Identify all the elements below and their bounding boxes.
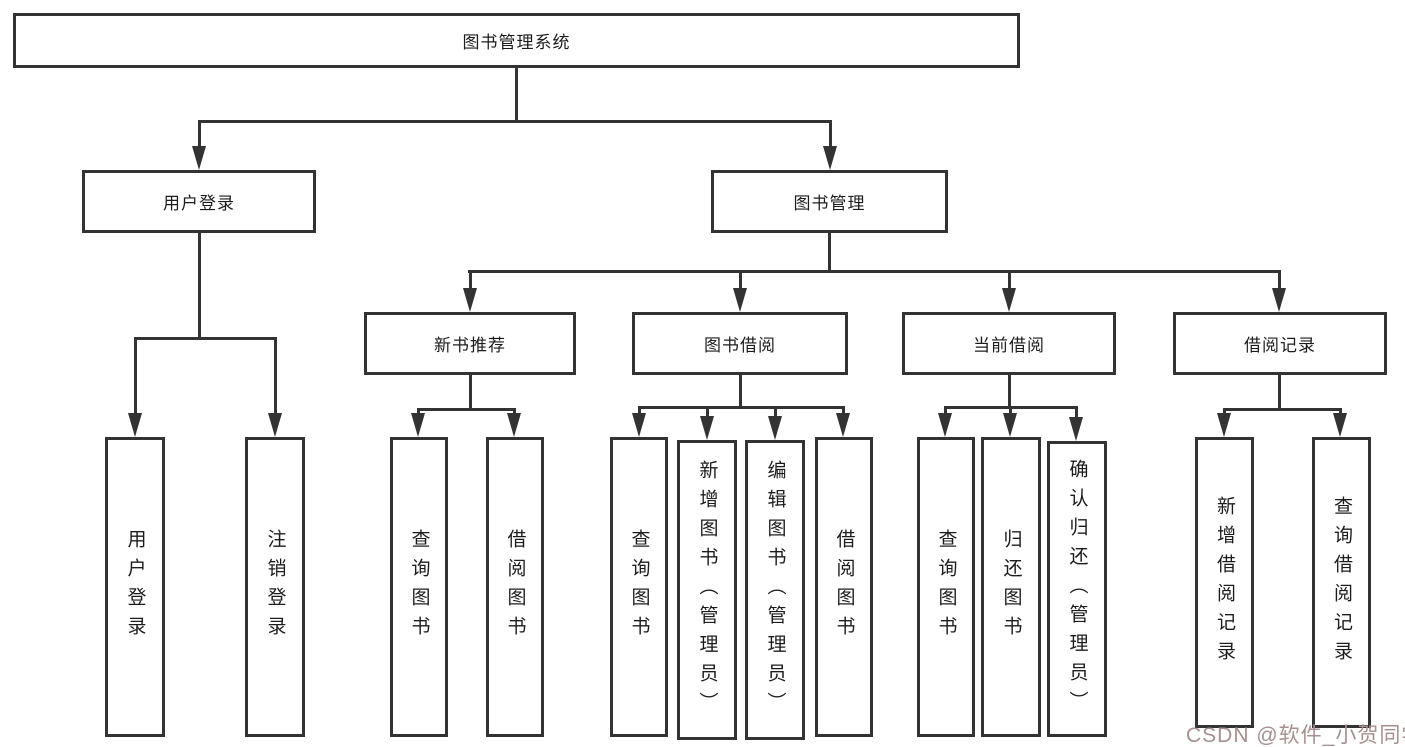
leaf-query-borrow-record: 查询借阅记录: [1312, 437, 1371, 728]
connector-line: [515, 68, 518, 120]
leaf-confirm-return-admin: 确认归还（管理员）: [1047, 441, 1107, 737]
leaf-query-books-borrow: 查询图书: [610, 437, 668, 737]
arrow-down-icon: [463, 288, 477, 312]
connector-line: [468, 270, 1280, 273]
leaf-label: 查询图书: [408, 529, 430, 645]
leaf-label: 借阅图书: [504, 529, 526, 645]
connector-line: [513, 408, 516, 417]
connector-line: [638, 406, 641, 415]
node-root-library-system: 图书管理系统: [13, 13, 1020, 68]
connector-line: [198, 120, 201, 150]
connector-line: [774, 406, 777, 418]
connector-line: [1278, 270, 1281, 292]
connector-line: [1009, 406, 1012, 415]
leaf-borrow-books: 借阅图书: [815, 437, 873, 737]
arrow-down-icon: [268, 413, 282, 437]
leaf-label: 查询图书: [628, 529, 650, 645]
node-book-borrow: 图书借阅: [632, 312, 848, 375]
arrow-down-icon: [411, 413, 425, 437]
leaf-label: 编辑图书（管理员）: [764, 459, 786, 721]
connector-line: [469, 375, 472, 408]
leaf-logout: 注销登录: [245, 437, 305, 737]
leaf-edit-book-admin: 编辑图书（管理员）: [745, 440, 805, 740]
arrow-down-icon: [733, 288, 747, 312]
node-book-management: 图书管理: [711, 170, 948, 233]
arrow-down-icon: [507, 413, 521, 437]
arrow-down-icon: [1217, 413, 1231, 437]
connector-line: [1223, 408, 1226, 417]
connector-line: [1339, 408, 1342, 417]
connector-line: [828, 233, 831, 270]
connector-line: [739, 375, 742, 406]
connector-line: [134, 337, 137, 417]
leaf-label: 查询图书: [935, 529, 957, 645]
connector-line: [1278, 375, 1281, 408]
leaf-query-books-recommend: 查询图书: [390, 437, 448, 737]
leaf-label: 注销登录: [264, 529, 286, 645]
csdn-watermark: CSDN @软件_小贺同学: [1186, 724, 1405, 747]
arrow-down-icon: [768, 416, 782, 440]
leaf-add-book-admin: 新增图书（管理员）: [677, 440, 737, 740]
leaf-label: 新增借阅记录: [1214, 495, 1235, 670]
connector-line: [739, 270, 742, 292]
leaf-label: 新增图书（管理员）: [696, 459, 718, 721]
node-user-login: 用户登录: [82, 170, 316, 233]
connector-line: [944, 406, 947, 415]
arrow-down-icon: [632, 413, 646, 437]
leaf-add-borrow-record: 新增借阅记录: [1195, 437, 1254, 728]
leaf-label: 查询借阅记录: [1331, 495, 1352, 670]
connector-line: [134, 337, 277, 340]
leaf-borrow-books-recommend: 借阅图书: [486, 437, 544, 737]
arrow-down-icon: [1002, 288, 1016, 312]
arrow-down-icon: [823, 146, 837, 170]
connector-line: [829, 120, 832, 150]
arrow-down-icon: [938, 413, 952, 437]
connector-line: [198, 120, 832, 123]
connector-line: [274, 337, 277, 417]
connector-line: [842, 406, 845, 415]
connector-line: [706, 406, 709, 418]
arrow-down-icon: [836, 413, 850, 437]
connector-line: [1008, 375, 1011, 406]
connector-line: [417, 408, 420, 417]
leaf-label: 确认归还（管理员）: [1066, 458, 1088, 720]
leaf-user-login: 用户登录: [105, 437, 165, 737]
arrow-down-icon: [1069, 417, 1083, 441]
connector-line: [469, 270, 472, 292]
arrow-down-icon: [1272, 288, 1286, 312]
node-borrow-records: 借阅记录: [1173, 312, 1387, 375]
leaf-label: 归还图书: [1000, 529, 1022, 645]
leaf-query-books-current: 查询图书: [917, 437, 975, 737]
connector-line: [417, 408, 516, 411]
connector-line: [1075, 406, 1078, 419]
arrow-down-icon: [1003, 413, 1017, 437]
arrow-down-icon: [128, 413, 142, 437]
node-current-borrow: 当前借阅: [902, 312, 1116, 375]
connector-line: [1223, 408, 1342, 411]
connector-line: [1008, 270, 1011, 292]
node-new-book-recommend: 新书推荐: [364, 312, 576, 375]
connector-line: [198, 233, 201, 337]
arrow-down-icon: [192, 146, 206, 170]
connector-line: [638, 406, 845, 409]
arrow-down-icon: [1333, 413, 1347, 437]
leaf-return-book: 归还图书: [981, 437, 1041, 737]
leaf-label: 借阅图书: [833, 529, 855, 645]
leaf-label: 用户登录: [124, 529, 146, 645]
arrow-down-icon: [700, 416, 714, 440]
